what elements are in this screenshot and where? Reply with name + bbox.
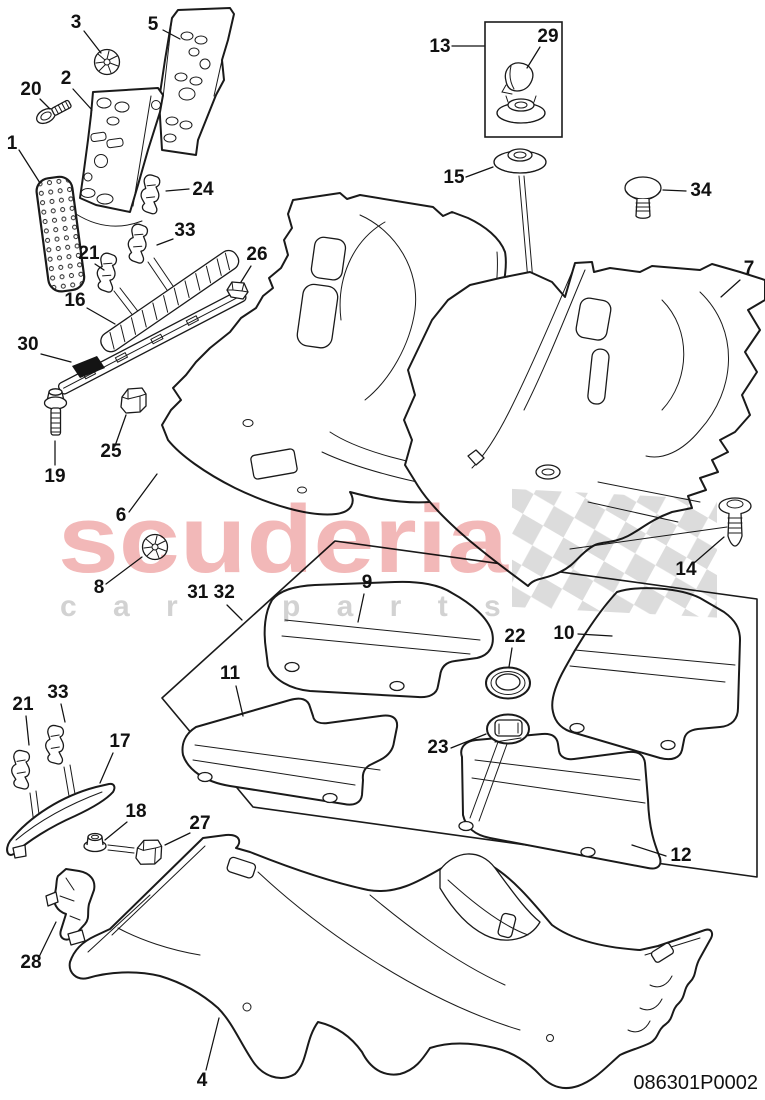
part-22-grommet-ring <box>485 666 531 700</box>
part-30-adhesive-patch <box>72 356 105 378</box>
part-13-fastener-kit-box <box>484 21 563 138</box>
part-11-rear-left-mat <box>181 697 399 806</box>
callout-22: 22 <box>504 626 525 647</box>
part-3-round-cap <box>93 48 121 76</box>
part-17-sill-trim <box>6 782 116 859</box>
callout-26: 26 <box>246 244 267 265</box>
callout-25: 25 <box>100 441 122 462</box>
callout-10: 10 <box>553 623 574 644</box>
watermark-word-sub-1: c a r <box>60 590 192 623</box>
callout-15: 15 <box>443 167 465 188</box>
callout-leader-lines <box>18 29 741 1071</box>
part-15-washer <box>493 148 547 174</box>
part-21-clip-lower <box>9 749 32 790</box>
part-34-button-fastener <box>624 176 662 219</box>
callout-20: 20 <box>20 79 41 100</box>
callout-6: 6 <box>116 505 127 526</box>
callout-14: 14 <box>675 559 697 580</box>
part-28-support-bracket <box>45 868 96 946</box>
callout-1: 1 <box>7 133 18 154</box>
part-1-footrest-pedal <box>35 175 86 293</box>
callout-8: 8 <box>94 577 105 598</box>
part-4-rear-carpet <box>68 833 714 1090</box>
callout-2: 2 <box>61 68 72 89</box>
callout-4: 4 <box>197 1070 208 1091</box>
part-10-front-right-mat <box>551 587 741 761</box>
callout-13: 13 <box>429 36 450 57</box>
callout-27: 27 <box>189 813 210 834</box>
callout-28: 28 <box>20 952 41 973</box>
callout-11: 11 <box>220 663 241 684</box>
part-29-cap <box>504 62 534 92</box>
part-23-mat-retainer <box>469 713 530 822</box>
part-20-bolt <box>36 99 72 125</box>
part-33-clip-lower <box>43 724 66 765</box>
part-16-sill-strip <box>100 249 240 353</box>
part-2-footrest-bracket <box>75 87 164 227</box>
callout-16: 16 <box>64 290 85 311</box>
callout-34: 34 <box>690 180 712 201</box>
watermark-word-sub-2: p a r t s <box>282 590 515 623</box>
callout-7: 7 <box>744 258 755 279</box>
callout-12: 12 <box>670 845 691 866</box>
callout-3: 3 <box>71 12 82 33</box>
callout-5: 5 <box>148 14 159 35</box>
callout-9: 9 <box>362 572 373 593</box>
callout-31-32: 31 32 <box>187 582 235 603</box>
watermark: scuderia c a r p a r t s <box>58 486 717 623</box>
part-5-footrest-plate <box>158 7 235 156</box>
part-9-front-left-mat <box>263 580 494 699</box>
callout-23: 23 <box>427 737 448 758</box>
part-19-bolt <box>43 388 68 436</box>
callout-21-upper: 21 <box>78 243 100 264</box>
diagram-part-number: 086301P0002 <box>633 1072 758 1094</box>
callout-labels: 1 2 3 5 20 24 21 33 16 26 30 19 25 6 8 1… <box>7 12 755 1091</box>
callouts: 1 2 3 5 20 24 21 33 16 26 30 19 25 6 8 1… <box>7 12 755 1091</box>
callout-21-lower: 21 <box>12 694 34 715</box>
callout-33-upper: 33 <box>174 220 195 241</box>
callout-19: 19 <box>44 466 65 487</box>
part-26-rail <box>57 281 249 395</box>
callout-24: 24 <box>192 179 214 200</box>
callout-29: 29 <box>537 26 558 47</box>
part-18-nut <box>83 832 107 853</box>
checkered-flag-graphic <box>512 488 717 618</box>
callout-18: 18 <box>125 801 146 822</box>
callout-17: 17 <box>109 731 130 752</box>
callout-30: 30 <box>17 334 38 355</box>
watermark-word-main: scuderia <box>58 486 509 593</box>
part-12-rear-right-mat <box>458 732 662 870</box>
callout-33-lower: 33 <box>47 682 68 703</box>
